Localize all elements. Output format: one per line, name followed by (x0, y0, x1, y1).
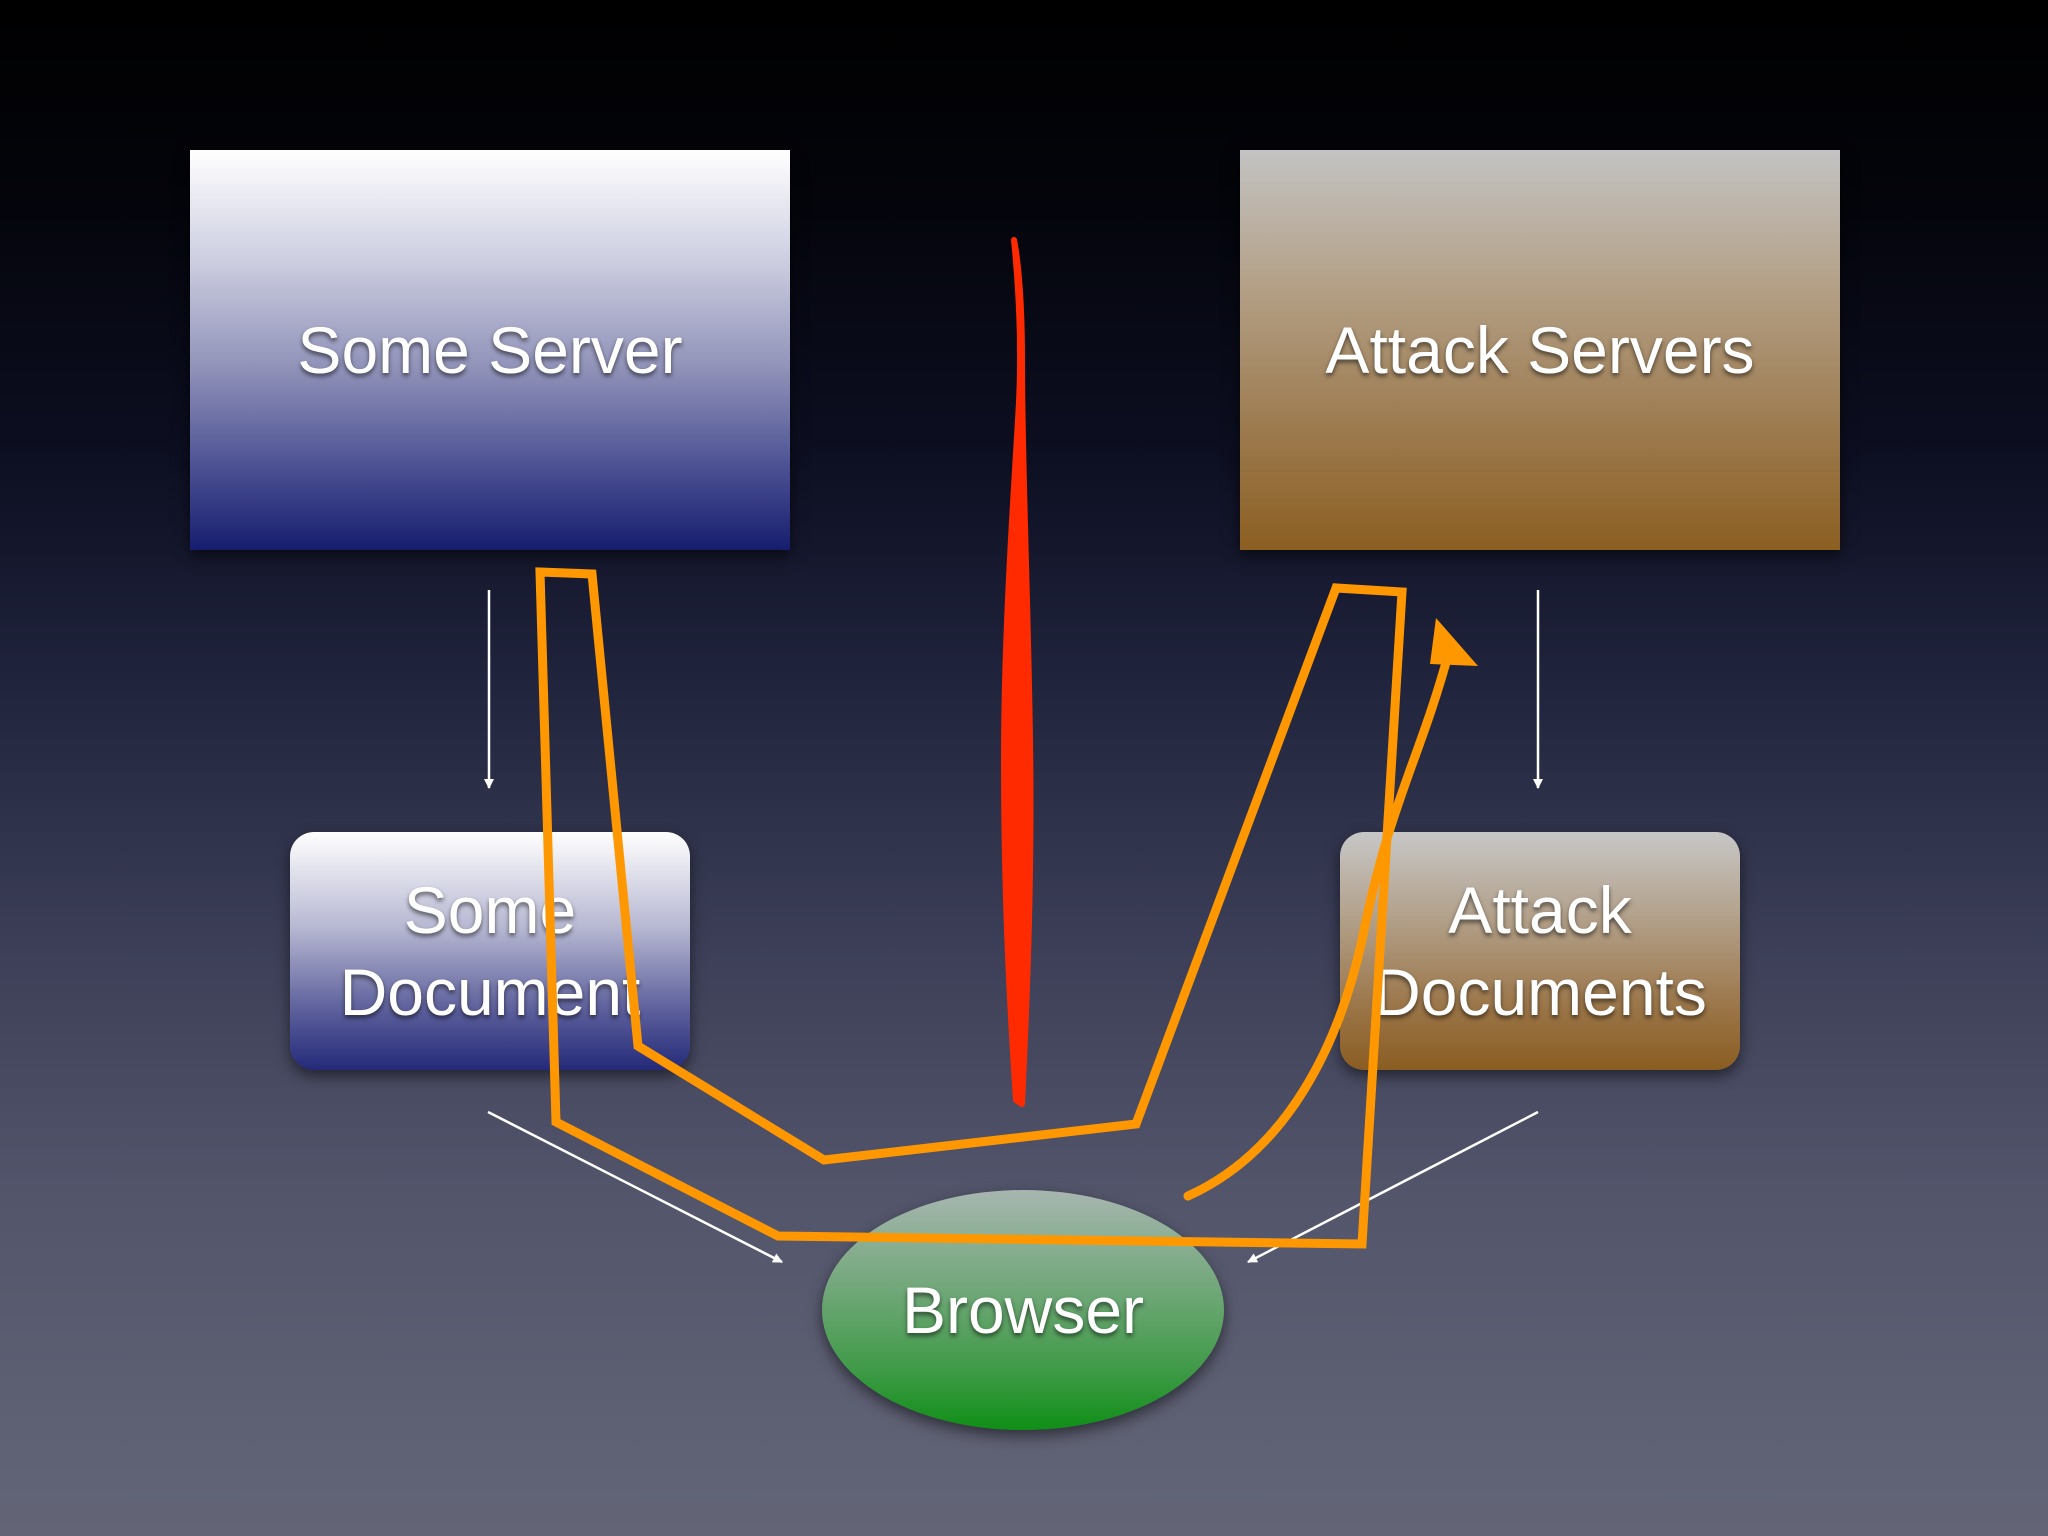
arrow-document-to-browser (487, 1110, 783, 1264)
arrow-attack-documents-to-browser (1247, 1110, 1539, 1264)
some-server-box: Some Server (190, 150, 790, 550)
flow-return-curve (1183, 643, 1455, 1201)
flow-return-arrowhead (1430, 618, 1478, 666)
browser-ellipse: Browser (822, 1190, 1224, 1430)
barrier-stroke (1001, 237, 1034, 1107)
browser-label: Browser (901, 1273, 1145, 1347)
some-server-label: Some Server (297, 313, 683, 387)
attack-documents-box: Attack Documents (1340, 832, 1740, 1070)
attack-documents-label: Attack Documents (1373, 873, 1707, 1029)
attack-servers-label: Attack Servers (1325, 313, 1755, 387)
attack-servers-box: Attack Servers (1240, 150, 1840, 550)
flow-path-loop (535, 567, 1407, 1249)
